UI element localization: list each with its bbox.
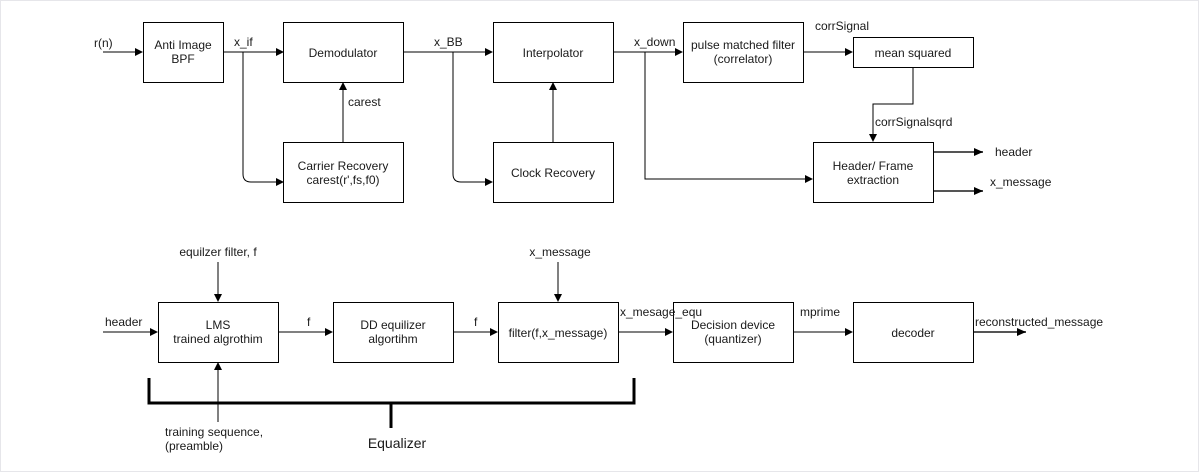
- block-filter[interactable]: filter(f,x_message): [498, 302, 619, 363]
- signal-label-header-in: header: [105, 315, 142, 329]
- wire-xdown-to-header-extraction: [644, 52, 813, 183]
- block-clock-recovery[interactable]: Clock Recovery: [493, 142, 614, 203]
- wire-xif-to-carrier-recovery: [242, 52, 284, 186]
- block-header-frame-extraction[interactable]: Header/ Frame extraction: [813, 142, 934, 203]
- block-carrier-recovery[interactable]: Carrier Recovery carest(r',fs,f0): [283, 142, 404, 203]
- block-label: Clock Recovery: [511, 166, 595, 180]
- block-label: LMS: [206, 318, 231, 332]
- block-decision-device[interactable]: Decision device (quantizer): [673, 302, 794, 363]
- block-label: Anti Image: [154, 38, 212, 52]
- block-label: carest(r',fs,f0): [307, 173, 380, 187]
- block-label: decoder: [891, 326, 934, 340]
- block-label: Carrier Recovery: [298, 159, 389, 173]
- block-label: extraction: [847, 173, 899, 187]
- wire-mean-squared-to-header-extraction: [869, 67, 914, 142]
- signal-label-training-sequence: (preamble): [165, 439, 223, 453]
- signal-label-x-message-equ: x_mesage_equ: [620, 305, 702, 319]
- block-decoder[interactable]: decoder: [853, 302, 974, 363]
- group-label-equalizer: Equalizer: [368, 435, 427, 451]
- block-label: trained algrothim: [173, 332, 262, 346]
- block-label: algortihm: [368, 332, 417, 346]
- signal-label-header-out: header: [995, 145, 1032, 159]
- block-label: mean squared: [875, 46, 952, 60]
- signal-label-x-message-out: x_message: [990, 175, 1052, 189]
- block-dd-equalizer[interactable]: DD equilizer algortihm: [333, 302, 454, 363]
- signal-label-f1: f: [307, 315, 311, 329]
- block-label: Demodulator: [309, 46, 378, 60]
- block-demodulator[interactable]: Demodulator: [283, 22, 404, 83]
- signal-label-f2: f: [474, 315, 478, 329]
- signal-label-rn: r(n): [94, 36, 113, 50]
- signal-label-reconstructed-message: reconstructed_message: [975, 315, 1103, 329]
- signal-label-training-sequence: training sequence,: [165, 425, 263, 439]
- equalizer-bracket: [147, 378, 636, 428]
- signal-label-x-message-in: x_message: [529, 245, 591, 259]
- block-label: (quantizer): [704, 332, 761, 346]
- signal-label-x-down: x_down: [634, 35, 675, 49]
- block-label: BPF: [171, 52, 194, 66]
- block-label: Header/ Frame: [833, 159, 914, 173]
- block-lms[interactable]: LMS trained algrothim: [158, 302, 279, 363]
- block-label: Decision device: [691, 318, 775, 332]
- block-interpolator[interactable]: Interpolator: [493, 22, 614, 83]
- signal-label-carest: carest: [348, 95, 381, 109]
- block-label: (correlator): [714, 52, 773, 66]
- block-label: Interpolator: [523, 46, 584, 60]
- wire-xbb-to-clock-recovery: [452, 52, 493, 186]
- signal-label-equalizer-filter: equilzer filter, f: [179, 245, 257, 259]
- block-label: DD equilizer: [360, 318, 425, 332]
- block-label: filter(f,x_message): [509, 326, 608, 340]
- block-pulse-matched-filter[interactable]: pulse matched filter (correlator): [683, 22, 804, 83]
- block-label: pulse matched filter: [691, 38, 795, 52]
- signal-label-x-if: x_if: [234, 35, 253, 49]
- signal-label-corr-signal-sqrd: corrSignalsqrd: [875, 115, 952, 129]
- block-anti-image-bpf[interactable]: Anti Image BPF: [143, 22, 224, 83]
- signal-label-mprime: mprime: [800, 305, 840, 319]
- signal-label-x-bb: x_BB: [434, 35, 463, 49]
- block-mean-squared[interactable]: mean squared: [853, 37, 974, 68]
- signal-label-corr-signal: corrSignal: [815, 19, 869, 33]
